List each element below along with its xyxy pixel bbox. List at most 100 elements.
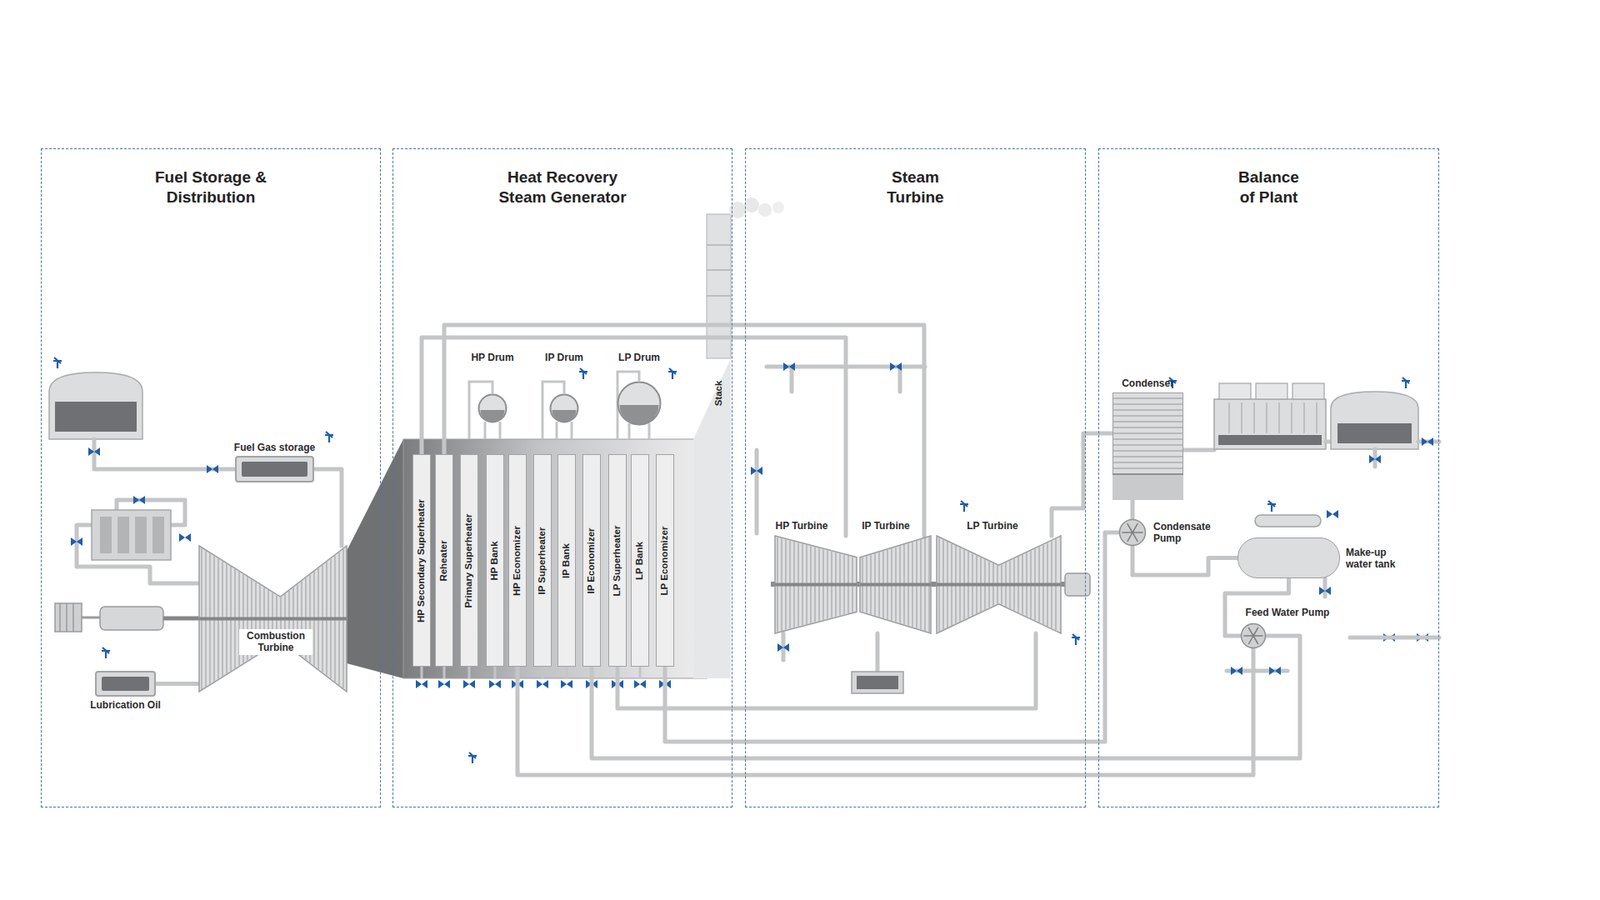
transformer-fins (60, 603, 74, 632)
equipment-label: LP Economizer (659, 525, 671, 595)
steam-turbine: HP Turbine (775, 535, 857, 634)
chimney-bands (706, 245, 731, 296)
valve-symbol (634, 680, 646, 689)
drum-water (480, 410, 505, 423)
casing-outline (936, 535, 1061, 634)
smoke (758, 203, 772, 217)
impeller-blades (1244, 627, 1264, 645)
heat-exchanger-bank: LP Superheater (608, 454, 627, 667)
impeller-blades (1122, 523, 1144, 542)
pipe (755, 450, 760, 534)
filter-skid (91, 510, 171, 560)
cable (81, 616, 100, 620)
valve-symbol (536, 680, 549, 689)
section-heading: Fuel Storage & Distribution (134, 167, 289, 208)
relief-valve (325, 431, 334, 443)
storage-vessel: Lubrication Oil (95, 670, 156, 697)
drum-water (552, 410, 577, 423)
steam-turbine-shape (860, 535, 931, 634)
tank-inner (55, 401, 137, 432)
pipe-connector (617, 633, 1036, 709)
water-tank: Make-up water tank (1237, 537, 1340, 579)
pipe (783, 633, 878, 672)
pipe-connector (1132, 546, 1238, 575)
valve-symbol (133, 495, 145, 505)
casing-outline (199, 545, 347, 692)
equipment-label: LP Bank (634, 541, 646, 580)
relief-valve (468, 752, 477, 764)
valve-symbol (777, 643, 790, 652)
pipe (1183, 448, 1215, 453)
valve-symbol (463, 680, 475, 689)
hrsg-casing (403, 439, 707, 679)
equipment-label: Condensate Pump (1153, 520, 1220, 545)
steam-drum-shape (616, 380, 662, 426)
valve-symbol (890, 362, 902, 371)
heat-exchanger-bank: IP Economizer (582, 454, 601, 667)
drum-water (620, 405, 660, 425)
filter-element (100, 516, 112, 554)
pipe (1350, 635, 1440, 640)
equipment-label: HP Turbine (775, 520, 829, 532)
equipment-label: Condenser (1121, 377, 1175, 390)
plant-section: Fuel Storage & DistributionFuel Gas stor… (40, 148, 381, 808)
rotor-shaft (860, 583, 931, 587)
pipe-connector (155, 681, 200, 686)
casing-outline (860, 535, 931, 634)
pipe-connector (314, 469, 342, 546)
smoke (729, 201, 746, 219)
plant-section: Balance of PlantCondenserCondensate Pump… (1098, 148, 1440, 808)
equipment-label: Reheater (438, 540, 450, 581)
shaft (163, 616, 200, 621)
valve-symbol (1421, 437, 1434, 446)
pump-shape (1118, 518, 1147, 547)
valve-symbol (438, 680, 450, 689)
equipment-label: Primary Superheater (463, 513, 475, 608)
filter-element (135, 516, 147, 554)
riser-pipe (469, 371, 640, 440)
pipe-connector (1130, 500, 1135, 519)
heat-exchanger-bank: IP Bank (557, 454, 576, 667)
relief-valve (1267, 500, 1276, 512)
pump: Condensate Pump (1118, 518, 1147, 547)
equipment-label: HP Economizer (511, 525, 524, 595)
casing-outline (775, 535, 857, 634)
pump: Feed Water Pump (1240, 622, 1267, 650)
valve-symbol (1326, 510, 1339, 519)
downcomer-pipe (485, 421, 650, 440)
equipment-label: Make-up water tank (1345, 545, 1413, 570)
cooling-tower (1214, 399, 1326, 450)
filter-element (152, 516, 165, 554)
valve-symbol (1319, 586, 1331, 595)
filter-element (117, 516, 130, 554)
steam-drum: IP Drum (549, 393, 580, 424)
transformer (55, 603, 82, 632)
gland-steam-unit (851, 671, 904, 694)
condenser: Condenser (1112, 392, 1184, 500)
heat-exchanger-bank: HP Bank (485, 454, 505, 667)
relief-valve (960, 500, 969, 512)
tower-slats (1229, 402, 1317, 434)
pipe-connector (665, 532, 1119, 742)
generator (100, 606, 164, 630)
steam-turbine: LP Turbine (936, 535, 1061, 634)
pump-casing (1241, 624, 1266, 649)
equipment-label: HP Bank (489, 540, 501, 580)
heat-exchanger-bank: Primary Superheater (460, 454, 479, 667)
steam-drum: LP Drum (616, 380, 662, 426)
valve-symbol (1269, 666, 1281, 675)
valve-symbol (206, 465, 219, 474)
heat-exchanger-bank: LP Economizer (655, 454, 675, 667)
valve-symbol (88, 447, 100, 456)
valve-symbol (489, 680, 501, 689)
equipment-label: Stack (713, 380, 725, 407)
relief-valve (1071, 634, 1080, 645)
steam-turbine: IP Turbine (860, 535, 931, 634)
relief-valve (1401, 377, 1410, 389)
equipment-label: HP Secondary Superheater (415, 498, 428, 622)
steam-turbine-shape (936, 535, 1061, 634)
tower-basin (1218, 435, 1322, 445)
generator (1065, 573, 1090, 596)
heat-exchanger-bank: IP Superheater (533, 454, 552, 667)
tower-cell (1219, 383, 1251, 400)
